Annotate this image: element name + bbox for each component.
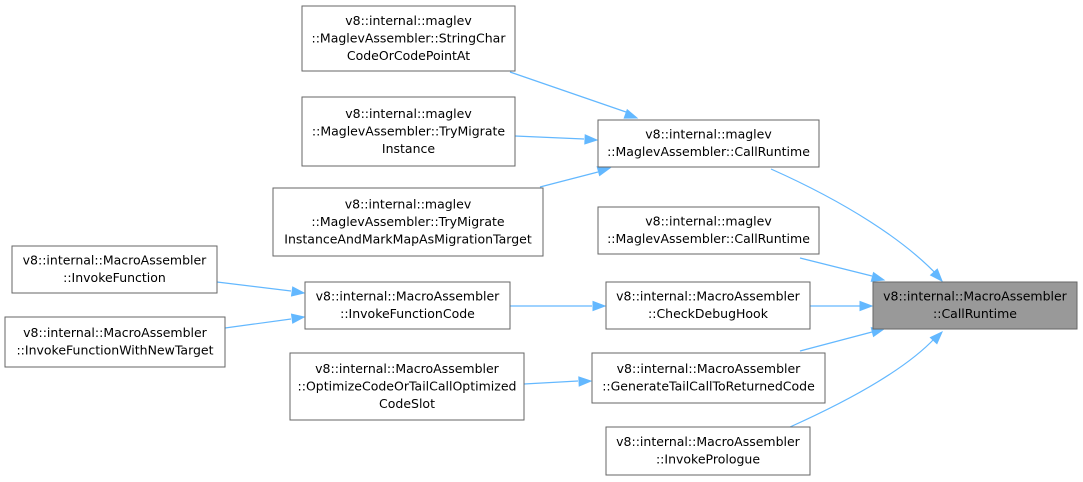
edge-line [514,135,585,140]
node-generate-tail-call[interactable]: v8::internal::MacroAssembler::GenerateTa… [591,352,826,404]
node-label-line: ::MaglevAssembler::CallRuntime [607,144,810,159]
node-box[interactable] [301,96,516,167]
node-box[interactable] [272,187,544,257]
edge-arrowhead [596,166,612,177]
edge-arrowhead [623,108,639,119]
edge-try_migrate_instance-to-maglev_callruntime_a [514,134,599,145]
edge-line [539,171,599,188]
node-maglev-callruntime-a[interactable]: v8::internal::maglev::MaglevAssembler::C… [597,119,820,168]
edge-invoke_function_code-to-check_debug_hook [510,300,607,312]
node-label-line: v8::internal::MacroAssembler [316,289,501,304]
edge-optimize_code_slot-to-generate_tail_call [523,376,593,387]
edge-try_migrate_mark-to-maglev_callruntime_a [539,166,612,188]
node-label-line: ::InvokeFunctionWithNewTarget [16,343,213,358]
node-label-line: v8::internal::MacroAssembler [23,325,208,340]
node-optimize-code-slot[interactable]: v8::internal::MacroAssembler::OptimizeCo… [289,352,525,421]
node-box[interactable] [605,426,811,476]
node-try-migrate-instance[interactable]: v8::internal::maglev::MaglevAssembler::T… [301,96,516,167]
node-label-line: v8::internal::maglev [345,106,472,121]
edge-arrowhead [578,376,593,387]
node-label-line: CodeOrCodePointAt [347,48,470,63]
node-label-line: v8::internal::MacroAssembler [616,434,801,449]
node-label-line: v8::internal::maglev [345,196,472,211]
edge-arrowhead [870,271,886,282]
edge-maglev_callruntime_a-to-focus [770,168,943,283]
node-label-line: v8::internal::maglev [345,13,472,28]
edge-arrowhead [290,313,306,324]
node-box[interactable] [591,352,826,404]
node-box[interactable] [289,352,525,421]
node-label-line: ::InvokePrologue [656,452,760,467]
node-invoke-function-code[interactable]: v8::internal::MacroAssembler::InvokeFunc… [304,281,511,330]
edge-maglev_callruntime_b-to-focus [799,257,886,282]
edge-string_char_code-to-maglev_callruntime_a [509,71,639,119]
node-label-line: ::InvokeFunctionCode [340,306,475,321]
node-label-line: v8::internal::MacroAssembler [616,289,801,304]
node-box[interactable] [597,119,820,168]
node-box[interactable] [301,5,516,72]
edge-line [789,337,936,428]
edge-arrowhead [929,268,943,283]
edge-check_debug_hook-to-focus [810,300,874,312]
node-focus[interactable]: v8::internal::MacroAssembler::CallRuntim… [872,281,1078,330]
node-box[interactable] [304,281,511,330]
node-label-line: v8::internal::MacroAssembler [617,361,802,376]
node-invoke-prologue[interactable]: v8::internal::MacroAssembler::InvokeProl… [605,426,811,476]
node-label-line: v8::internal::MacroAssembler [883,289,1068,304]
edge-line [523,380,579,385]
edge-line [224,318,292,329]
node-invoke-function[interactable]: v8::internal::MacroAssembler::InvokeFunc… [11,245,218,294]
node-box[interactable] [605,281,811,330]
edge-invoke_function_new_target-to-invoke_function_code [224,313,306,329]
node-string-char-code[interactable]: v8::internal::maglev::MaglevAssembler::S… [301,5,516,72]
focus-node-box[interactable] [872,281,1078,330]
edge-arrowhead [929,330,943,345]
node-label-line: v8::internal::MacroAssembler [23,253,208,268]
edge-invoke_prologue-to-focus [789,330,943,428]
edge-line [799,331,873,352]
node-label-line: v8::internal::MacroAssembler [315,361,500,376]
node-label-line: ::InvokeFunction [63,270,166,285]
node-label-line: Instance [382,141,435,156]
edge-invoke_function-to-invoke_function_code [216,281,306,297]
edge-line [770,168,941,279]
node-label-line: ::GenerateTailCallToReturnedCode [602,379,815,394]
edges-layer [216,71,943,428]
node-maglev-callruntime-b[interactable]: v8::internal::maglev::MaglevAssembler::C… [597,206,820,255]
node-label-line: CodeSlot [379,396,435,411]
node-label-line: ::CallRuntime [933,306,1017,321]
node-label-line: ::MaglevAssembler::TryMigrate [312,123,505,138]
edge-arrowhead [592,300,607,312]
edge-arrowhead [290,286,306,297]
node-label-line: ::MaglevAssembler::StringChar [311,30,506,45]
nodes-layer: v8::internal::MacroAssembler::CallRuntim… [4,5,1078,476]
edge-line [799,257,873,277]
edge-line [216,281,292,292]
node-label-line: InstanceAndMarkMapAsMigrationTarget [284,231,532,246]
node-box[interactable] [4,316,226,368]
node-label-line: v8::internal::maglev [645,127,772,142]
edge-generate_tail_call-to-focus [799,327,886,352]
node-box[interactable] [11,245,218,294]
node-label-line: ::MaglevAssembler::TryMigrate [311,214,504,229]
node-box[interactable] [597,206,820,255]
node-label-line: ::CheckDebugHook [648,306,769,321]
node-label-line: v8::internal::maglev [645,214,772,229]
node-invoke-function-new-target[interactable]: v8::internal::MacroAssembler::InvokeFunc… [4,316,226,368]
node-try-migrate-mark[interactable]: v8::internal::maglev::MaglevAssembler::T… [272,187,544,257]
edge-arrowhead [584,134,599,145]
node-label-line: ::OptimizeCodeOrTailCallOptimized [298,378,517,393]
edge-arrowhead [859,300,874,312]
node-label-line: ::MaglevAssembler::CallRuntime [607,231,810,246]
edge-line [509,71,627,113]
node-check-debug-hook[interactable]: v8::internal::MacroAssembler::CheckDebug… [605,281,811,330]
